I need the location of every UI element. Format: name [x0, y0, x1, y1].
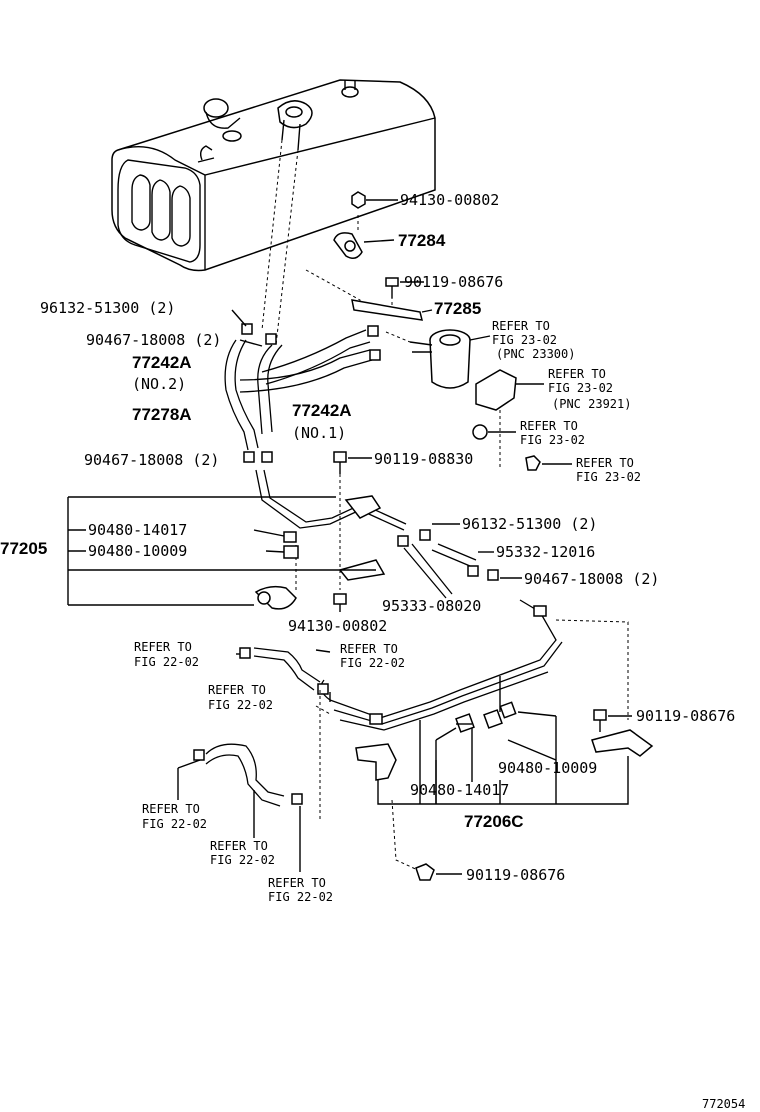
clamp-77284	[333, 232, 395, 259]
canister-bracket	[475, 369, 544, 470]
refer-10-line2: FIG 22-02	[268, 890, 333, 904]
label-90467-18008-right: 90467-18008 (2)	[524, 570, 659, 588]
label-90119-08676-top: 90119-08676	[404, 273, 503, 291]
bracket-right	[591, 729, 654, 757]
refer-9-line2: FIG 22-02	[210, 853, 275, 867]
canister-grommet	[472, 424, 516, 440]
refer-4-line1: REFER TO	[576, 456, 634, 470]
refer-7-line2: FIG 22-02	[208, 698, 273, 712]
refer-3-line2: FIG 23-02	[520, 433, 585, 447]
label-96132-51300-mid: 96132-51300 (2)	[462, 515, 597, 533]
label-77242a-no2: 77242A	[132, 353, 192, 372]
label-no2: (NO.2)	[132, 375, 186, 393]
bracket-77285	[351, 299, 433, 321]
clamp-90480-10009-left	[283, 545, 299, 559]
hose-lower-left	[177, 647, 331, 872]
refer-10-line1: REFER TO	[268, 876, 326, 890]
label-77242a-no1: 77242A	[292, 401, 352, 420]
label-no1: (NO.1)	[292, 424, 346, 442]
bolt-90119-bottom	[415, 863, 462, 881]
label-95332-12016: 95332-12016	[496, 543, 595, 561]
label-90119-08676-right: 90119-08676	[636, 707, 735, 725]
label-90480-14017-right: 90480-14017	[410, 781, 509, 799]
fuel-tube-77205	[254, 469, 407, 610]
label-90467-18008-mid: 90467-18008 (2)	[84, 451, 219, 469]
refer-1-line3: (PNC 23300)	[496, 347, 575, 361]
refer-6-line1: REFER TO	[340, 642, 398, 656]
label-77284: 77284	[398, 231, 446, 250]
refer-5-line2: FIG 22-02	[134, 655, 199, 669]
refer-9-line1: REFER TO	[210, 839, 268, 853]
label-90480-14017-left: 90480-14017	[88, 521, 187, 539]
fuel-tank	[111, 79, 436, 272]
refer-1-line1: REFER TO	[492, 319, 550, 333]
label-90480-10009-right: 90480-10009	[498, 759, 597, 777]
clamp-90480-right	[455, 701, 517, 733]
refer-6-line2: FIG 22-02	[340, 656, 405, 670]
fuel-tube-77206c	[320, 599, 563, 804]
refer-2-line3: (PNC 23921)	[552, 397, 631, 411]
hose-assembly-upper	[224, 309, 381, 463]
label-90467-18008-top: 90467-18008 (2)	[86, 331, 221, 349]
refer-1-line2: FIG 23-02	[492, 333, 557, 347]
clip-90467-right	[487, 569, 522, 581]
charcoal-canister	[385, 329, 491, 389]
refer-8-line2: FIG 22-02	[142, 817, 207, 831]
canister-bolt	[525, 455, 572, 471]
label-94130-00802-mid: 94130-00802	[288, 617, 387, 635]
bolt-90119-top	[385, 277, 424, 298]
hose-95332	[431, 543, 494, 577]
label-96132-51300-top: 96132-51300 (2)	[40, 299, 175, 317]
diagram-id: 772054	[702, 1097, 745, 1111]
nut-94130-top	[351, 191, 398, 209]
label-77205: 77205	[0, 539, 47, 558]
nut-94130-mid	[333, 593, 347, 612]
label-90119-08830: 90119-08830	[374, 450, 473, 468]
refer-5-line1: REFER TO	[134, 640, 192, 654]
refer-7-line1: REFER TO	[208, 683, 266, 697]
label-77278a: 77278A	[132, 405, 192, 424]
label-90119-08676-bottom: 90119-08676	[466, 866, 565, 884]
refer-2-line2: FIG 23-02	[548, 381, 613, 395]
bolt-90119-right	[593, 709, 632, 732]
hose-95333	[397, 523, 460, 599]
label-95333-08020: 95333-08020	[382, 597, 481, 615]
label-90480-10009-left: 90480-10009	[88, 542, 187, 560]
label-94130-00802-top: 94130-00802	[400, 191, 499, 209]
refer-8-line1: REFER TO	[142, 802, 200, 816]
refer-3-line1: REFER TO	[520, 419, 578, 433]
label-77285: 77285	[434, 299, 481, 318]
refer-4-line2: FIG 23-02	[576, 470, 641, 484]
clamp-90480-14017-left	[283, 531, 297, 543]
refer-2-line1: REFER TO	[548, 367, 606, 381]
label-77206c: 77206C	[464, 812, 524, 831]
